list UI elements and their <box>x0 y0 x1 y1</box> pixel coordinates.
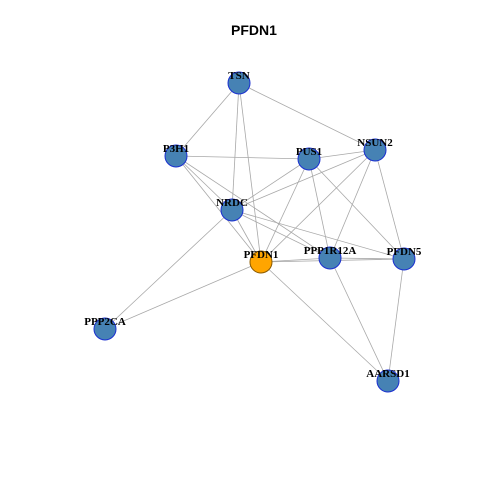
node-label-p3h1: P3H1 <box>163 143 189 155</box>
node-label-ppp1r12a: PPP1R12A <box>304 245 357 257</box>
node-tsn <box>227 71 251 95</box>
edge-pus1-nrdc <box>231 158 310 211</box>
node-label-pfdn5: PFDN5 <box>387 246 422 258</box>
edge-p3h1-nrdc <box>175 155 233 211</box>
edge-pus1-ppp1r12a <box>308 158 331 259</box>
node-label-nsun2: NSUN2 <box>357 137 393 149</box>
node-nrdc <box>220 198 244 222</box>
node-label-pfdn1: PFDN1 <box>244 249 279 261</box>
node-label-tsn: TSN <box>228 70 249 82</box>
edge-nrdc-ppp1r12a <box>231 209 331 259</box>
node-nsun2 <box>363 138 387 162</box>
edge-tsn-nsun2 <box>238 82 376 151</box>
graph-title: PFDN1 <box>231 22 277 38</box>
edge-pfdn1-aarsd1 <box>260 261 389 382</box>
edge-p3h1-pus1 <box>175 155 310 160</box>
edge-ppp1r12a-pfdn5 <box>329 257 405 260</box>
edge-pfdn1-ppp1r12a <box>260 257 331 263</box>
node-pfdn5 <box>392 247 416 271</box>
edge-p3h1-pfdn1 <box>175 155 262 263</box>
edge-layer <box>104 82 405 382</box>
edge-p3h1-ppp1r12a <box>175 155 331 259</box>
node-label-aarsd1: AARSD1 <box>366 368 409 380</box>
edge-pus1-pfdn1 <box>260 158 310 263</box>
edge-ppp1r12a-aarsd1 <box>329 257 389 382</box>
edge-pus1-pfdn5 <box>308 158 405 260</box>
node-label-ppp2ca: PPP2CA <box>84 316 126 328</box>
node-p3h1 <box>164 144 188 168</box>
node-layer <box>93 71 416 393</box>
node-ppp2ca <box>93 317 117 341</box>
edge-pfdn5-aarsd1 <box>387 258 405 382</box>
edge-nsun2-pfdn1 <box>260 149 376 263</box>
edge-nrdc-ppp2ca <box>104 209 233 330</box>
edge-pfdn1-ppp2ca <box>104 261 262 330</box>
edge-tsn-nrdc <box>231 82 240 211</box>
edge-nsun2-pfdn5 <box>374 149 405 260</box>
edge-tsn-p3h1 <box>175 82 240 157</box>
edge-tsn-pfdn1 <box>238 82 262 263</box>
node-pfdn1 <box>249 250 273 274</box>
node-pus1 <box>297 147 321 171</box>
node-ppp1r12a <box>318 246 342 270</box>
node-label-pus1: PUS1 <box>296 146 322 158</box>
node-label-nrdc: NRDC <box>216 197 248 209</box>
node-aarsd1 <box>376 369 400 393</box>
edge-nrdc-pfdn5 <box>231 209 405 260</box>
edge-nsun2-nrdc <box>231 149 376 211</box>
